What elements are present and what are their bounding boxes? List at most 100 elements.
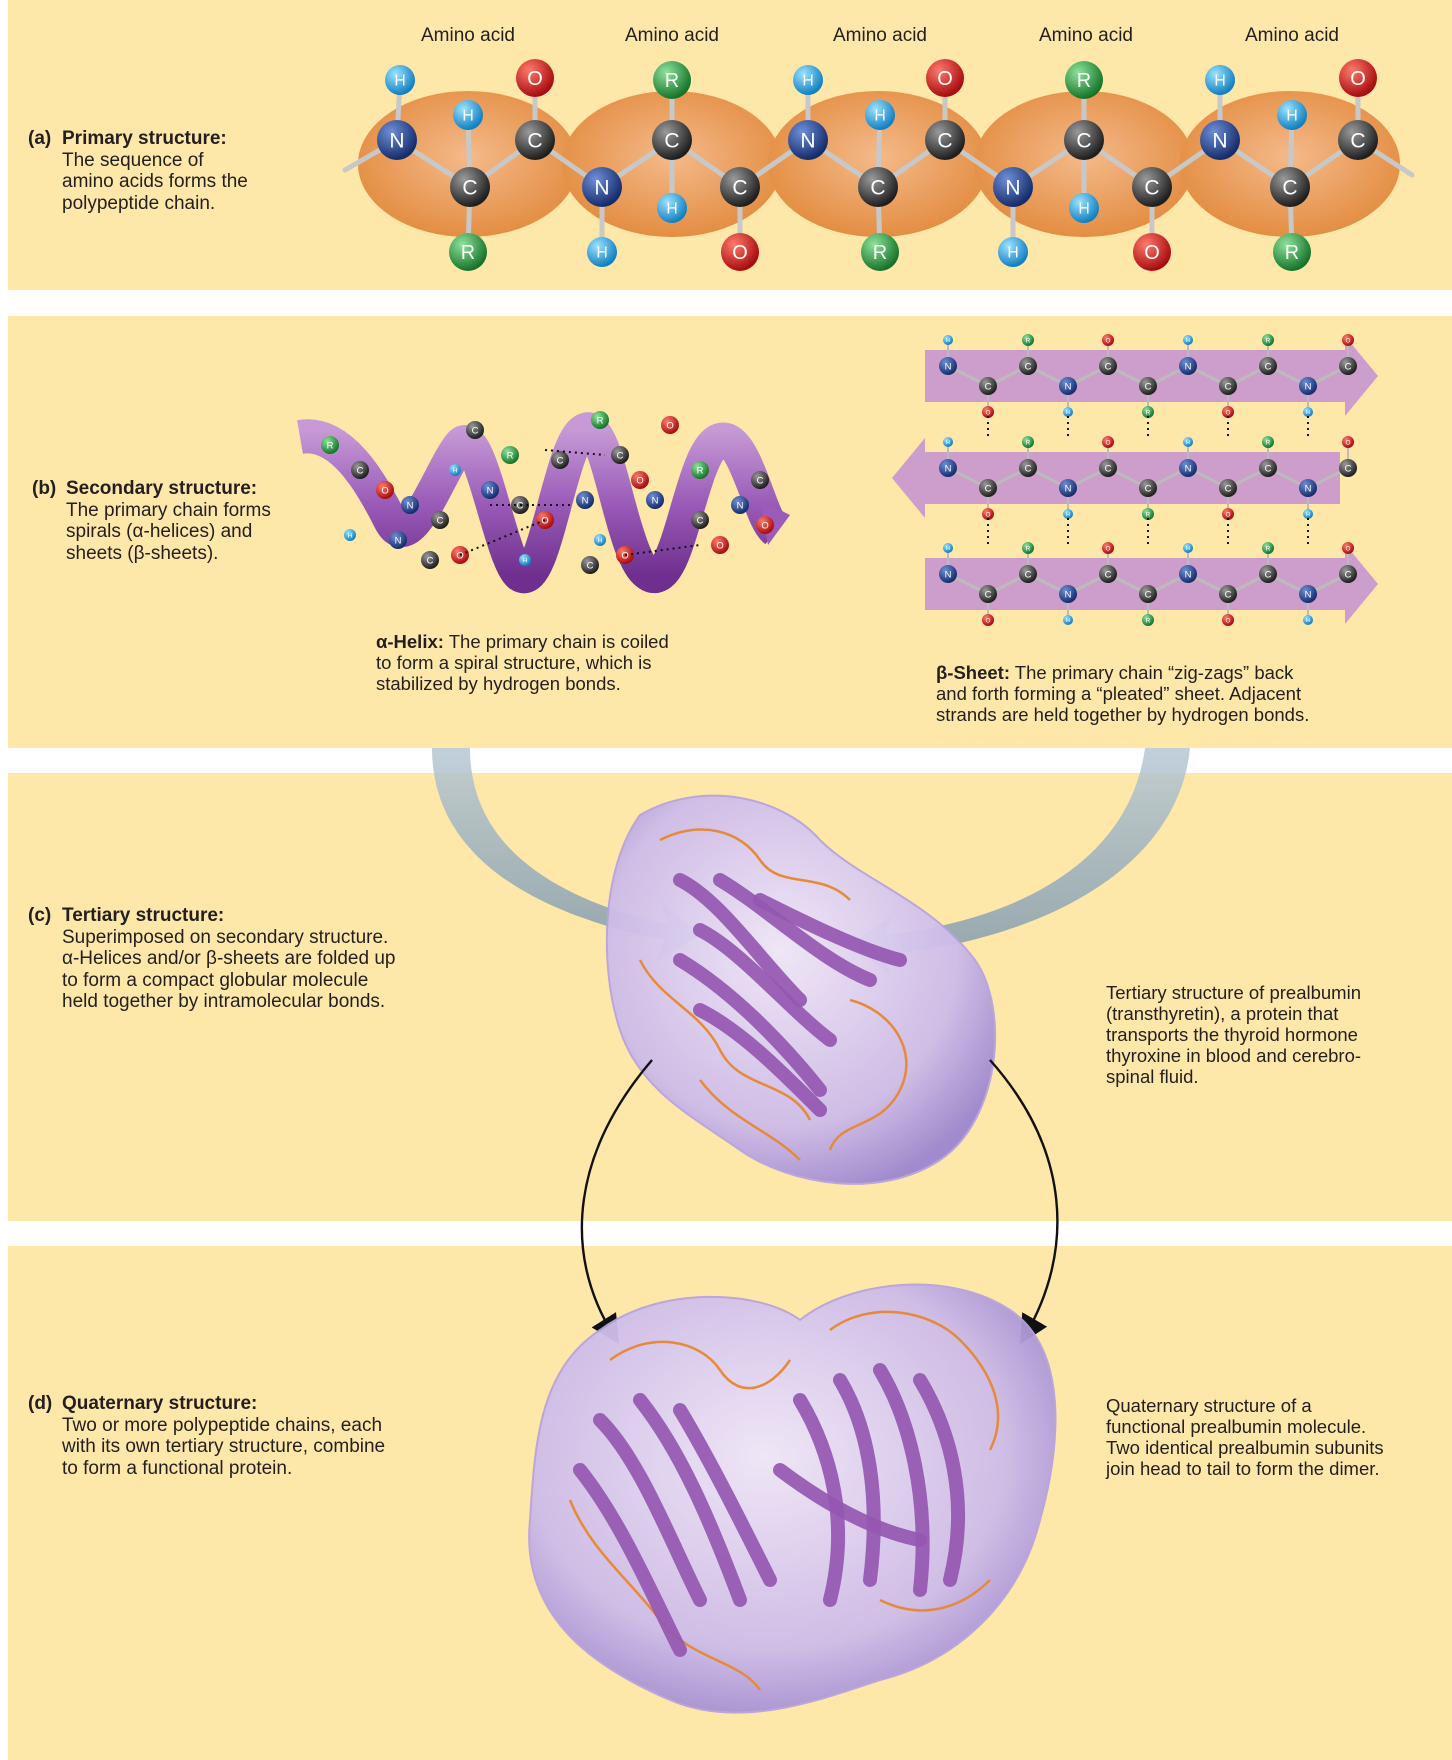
svg-text:C: C xyxy=(557,455,564,466)
nitrogen-atom: N xyxy=(939,459,957,477)
panel-letter: (c) xyxy=(28,905,51,927)
carbon-atom: C xyxy=(421,551,439,569)
svg-text:C: C xyxy=(437,515,444,526)
alpha-helix-ribbon xyxy=(300,429,790,576)
svg-text:N: N xyxy=(1185,569,1192,580)
svg-text:O: O xyxy=(986,617,991,624)
hydrogen-atom: H xyxy=(1063,407,1073,417)
r-group: R xyxy=(1262,436,1274,448)
svg-text:R: R xyxy=(697,465,704,476)
svg-text:H: H xyxy=(598,537,603,544)
nitrogen-atom: N xyxy=(1179,357,1197,375)
svg-text:O: O xyxy=(666,420,673,431)
svg-text:N: N xyxy=(652,495,659,506)
carbon-atom: C xyxy=(1219,479,1237,497)
oxygen-atom: O xyxy=(711,536,729,554)
hydrogen-atom: H xyxy=(594,534,606,546)
svg-text:R: R xyxy=(1266,545,1271,552)
hydrogen-atom: H xyxy=(1303,407,1313,417)
svg-text:C: C xyxy=(1345,361,1352,372)
svg-text:O: O xyxy=(1346,439,1351,446)
svg-text:N: N xyxy=(1185,463,1192,474)
hydrogen-atom: H xyxy=(1063,615,1073,625)
hydrogen-atom: H xyxy=(1183,335,1193,345)
svg-text:R: R xyxy=(1026,545,1031,552)
carbon-atom: C xyxy=(751,471,769,489)
svg-text:R: R xyxy=(507,450,514,461)
svg-text:R: R xyxy=(1146,511,1151,518)
svg-text:C: C xyxy=(985,589,992,600)
svg-text:C: C xyxy=(1225,589,1232,600)
carbon-atom: C xyxy=(1019,565,1037,583)
caption-line: join head to tail to form the dimer. xyxy=(1106,1458,1380,1479)
svg-text:N: N xyxy=(1065,381,1072,392)
description-line: with its own tertiary structure, combine xyxy=(62,1436,385,1458)
caption-line: The primary chain “zig-zags” back xyxy=(1010,662,1293,683)
svg-text:O: O xyxy=(1106,545,1111,552)
carbon-atom: C xyxy=(1339,459,1357,477)
nitrogen-atom: N xyxy=(1059,479,1077,497)
svg-text:R: R xyxy=(1266,439,1271,446)
carbon-atom: C xyxy=(466,421,484,439)
svg-text:C: C xyxy=(1105,463,1112,474)
nitrogen-atom: N xyxy=(1059,585,1077,603)
description-line: to form a functional protein. xyxy=(62,1458,385,1480)
svg-text:O: O xyxy=(381,485,388,496)
nitrogen-atom: N xyxy=(1299,479,1317,497)
svg-text:C: C xyxy=(587,560,594,571)
svg-text:R: R xyxy=(1146,617,1151,624)
oxygen-atom: O xyxy=(982,614,994,626)
oxygen-atom: O xyxy=(661,416,679,434)
svg-text:H: H xyxy=(1306,410,1310,416)
svg-text:N: N xyxy=(945,361,952,372)
r-group: R xyxy=(1022,334,1034,346)
tertiary-structure-label: (c) Tertiary structure: Superimposed on … xyxy=(62,905,395,1013)
svg-text:C: C xyxy=(427,555,434,566)
svg-text:O: O xyxy=(986,409,991,416)
caption-line: (transthyretin), a protein that xyxy=(1106,1003,1338,1024)
caption-line: strands are held together by hydrogen bo… xyxy=(936,704,1309,725)
svg-text:H: H xyxy=(1186,338,1190,344)
svg-text:H: H xyxy=(1306,512,1310,518)
svg-text:C: C xyxy=(472,425,479,436)
svg-text:H: H xyxy=(453,467,458,474)
carbon-atom: C xyxy=(1219,377,1237,395)
svg-text:C: C xyxy=(1145,483,1152,494)
svg-text:R: R xyxy=(1146,409,1151,416)
svg-text:R: R xyxy=(327,440,334,451)
description-line: held together by intramolecular bonds. xyxy=(62,991,395,1013)
svg-text:O: O xyxy=(1346,337,1351,344)
svg-text:O: O xyxy=(1226,409,1231,416)
caption-term: α-Helix: xyxy=(376,631,444,652)
svg-text:C: C xyxy=(1105,361,1112,372)
oxygen-atom: O xyxy=(376,481,394,499)
hydrogen-atom: H xyxy=(1183,437,1193,447)
carbon-atom: C xyxy=(1139,585,1157,603)
svg-text:N: N xyxy=(1065,589,1072,600)
svg-text:O: O xyxy=(716,540,723,551)
carbon-atom: C xyxy=(1099,357,1117,375)
r-group: R xyxy=(1142,614,1154,626)
hydrogen-atom: H xyxy=(1303,509,1313,519)
svg-text:C: C xyxy=(1265,361,1272,372)
svg-text:N: N xyxy=(395,535,402,546)
tertiary-caption: Tertiary structure of prealbumin (transt… xyxy=(1106,982,1361,1087)
nitrogen-atom: N xyxy=(481,481,499,499)
carbon-atom: C xyxy=(581,556,599,574)
oxygen-atom: O xyxy=(1102,436,1114,448)
carbon-atom: C xyxy=(1259,357,1277,375)
nitrogen-atom: N xyxy=(1179,459,1197,477)
svg-text:R: R xyxy=(597,415,604,426)
nitrogen-atom: N xyxy=(646,491,664,509)
svg-text:O: O xyxy=(636,475,643,486)
svg-text:R: R xyxy=(1266,337,1271,344)
description-line: Superimposed on secondary structure. xyxy=(62,927,395,949)
carbon-atom: C xyxy=(1099,459,1117,477)
svg-text:O: O xyxy=(621,550,628,561)
carbon-atom: C xyxy=(979,479,997,497)
svg-text:C: C xyxy=(1265,569,1272,580)
nitrogen-atom: N xyxy=(939,357,957,375)
caption-line: The primary chain is coiled xyxy=(444,631,669,652)
svg-text:N: N xyxy=(945,463,952,474)
svg-text:N: N xyxy=(1065,483,1072,494)
